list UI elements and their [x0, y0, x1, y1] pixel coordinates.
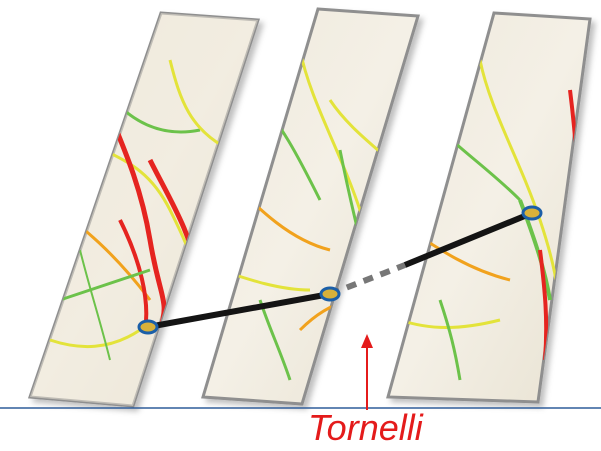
- path-segment-2: [403, 210, 534, 268]
- node-1: [137, 319, 159, 335]
- node-3: [521, 205, 543, 221]
- node-2: [319, 286, 341, 302]
- path-connector: [147, 210, 534, 330]
- map-panel-3: [386, 11, 592, 404]
- path-segment-1: [147, 291, 331, 330]
- path-segment-hidden: [328, 262, 407, 297]
- annotation-arrow: [361, 334, 373, 410]
- nodes: [137, 205, 543, 335]
- tornelli-label: Tornelli: [308, 407, 423, 448]
